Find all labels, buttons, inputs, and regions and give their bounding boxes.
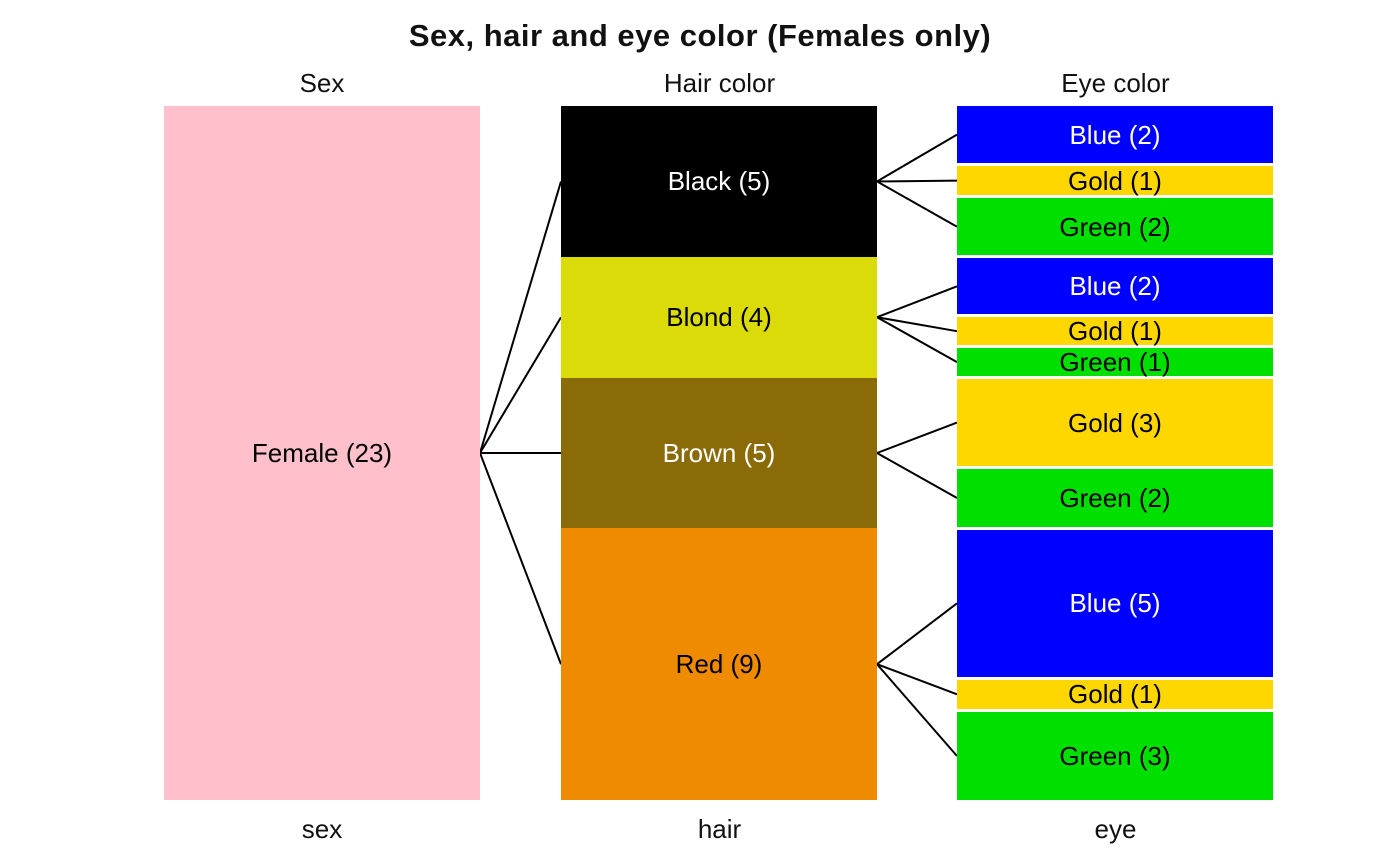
axis-label-eye: eye xyxy=(1094,814,1137,844)
node-eye-red-blue: Blue (5) xyxy=(957,529,1273,677)
flow-line xyxy=(876,133,958,183)
node-hair-blond: Blond (4) xyxy=(561,256,877,378)
node-sex-female: Female (23) xyxy=(164,106,480,800)
node-eye-black-green: Green (2) xyxy=(957,198,1273,256)
flow-line xyxy=(479,452,562,665)
node-eye-blond-gold: Gold (1) xyxy=(957,317,1273,346)
flow-line xyxy=(876,452,958,499)
flow-line xyxy=(479,316,562,454)
column-header-hair: Hair color xyxy=(663,68,776,98)
node-eye-black-blue: Blue (2) xyxy=(957,106,1273,164)
node-hair-black: Black (5) xyxy=(561,106,877,257)
flow-line xyxy=(876,179,958,183)
flow-line xyxy=(876,602,958,666)
column-header-sex: Sex xyxy=(299,68,345,98)
node-eye-red-gold: Gold (1) xyxy=(957,679,1273,709)
flow-line xyxy=(876,663,958,696)
node-hair-red: Red (9) xyxy=(561,528,877,800)
flow-line xyxy=(876,316,958,333)
node-eye-brown-gold: Gold (3) xyxy=(957,379,1273,466)
node-eye-red-green: Green (3) xyxy=(957,711,1273,800)
flow-line xyxy=(876,285,958,319)
column-header-eye: Eye color xyxy=(1061,68,1170,98)
node-eye-black-gold: Gold (1) xyxy=(957,166,1273,196)
flow-line xyxy=(876,180,958,228)
flow-line xyxy=(876,421,958,454)
flow-line xyxy=(876,663,958,757)
axis-label-hair: hair xyxy=(697,814,742,844)
axis-label-sex: sex xyxy=(301,814,343,844)
chart-title: Sex, hair and eye color (Females only) xyxy=(408,18,992,53)
flow-line xyxy=(876,316,958,363)
node-eye-blond-blue: Blue (2) xyxy=(957,258,1273,315)
flow-line xyxy=(479,181,562,454)
node-hair-brown: Brown (5) xyxy=(561,377,877,529)
node-eye-blond-green: Green (1) xyxy=(957,348,1273,377)
node-eye-brown-green: Green (2) xyxy=(957,468,1273,527)
